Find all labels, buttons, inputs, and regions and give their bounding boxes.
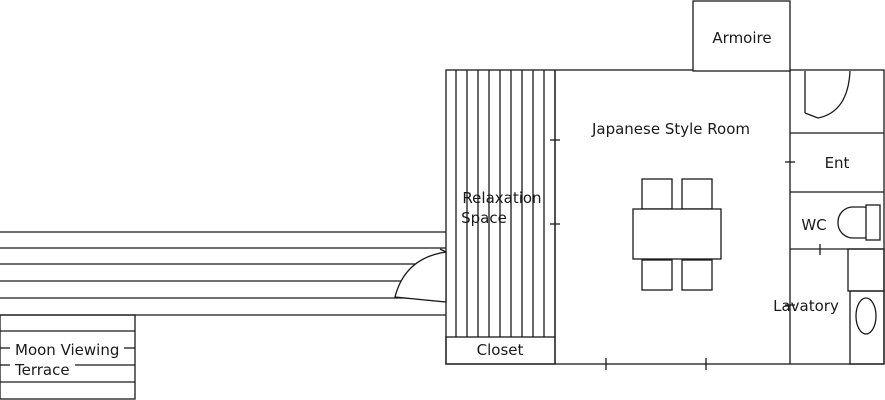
armoire-box	[692, 0, 791, 72]
entrance-door	[804, 70, 851, 119]
lavatory-label: Lavatory	[773, 297, 839, 315]
deck-boards	[0, 231, 446, 316]
relaxation-slats	[455, 70, 556, 337]
armoire-label: Armoire	[712, 29, 771, 47]
closet-label: Closet	[477, 341, 524, 359]
moon-viewing-terrace	[0, 314, 136, 400]
entrance-label: Ent	[825, 154, 850, 172]
table-set	[632, 178, 722, 291]
building-outline	[445, 69, 885, 365]
wc-label: WC	[801, 216, 826, 234]
lavatory-sink	[847, 248, 885, 365]
deck-door	[394, 248, 447, 303]
toilet-fixture	[837, 204, 881, 241]
relaxation-label-1: Relaxation	[462, 189, 541, 207]
japanese-room-label: Japanese Style Room	[591, 120, 750, 138]
terrace-label-2: Terrace	[14, 361, 70, 379]
relaxation-label-2: Space	[461, 209, 507, 227]
terrace-label-1: Moon Viewing	[15, 341, 119, 359]
